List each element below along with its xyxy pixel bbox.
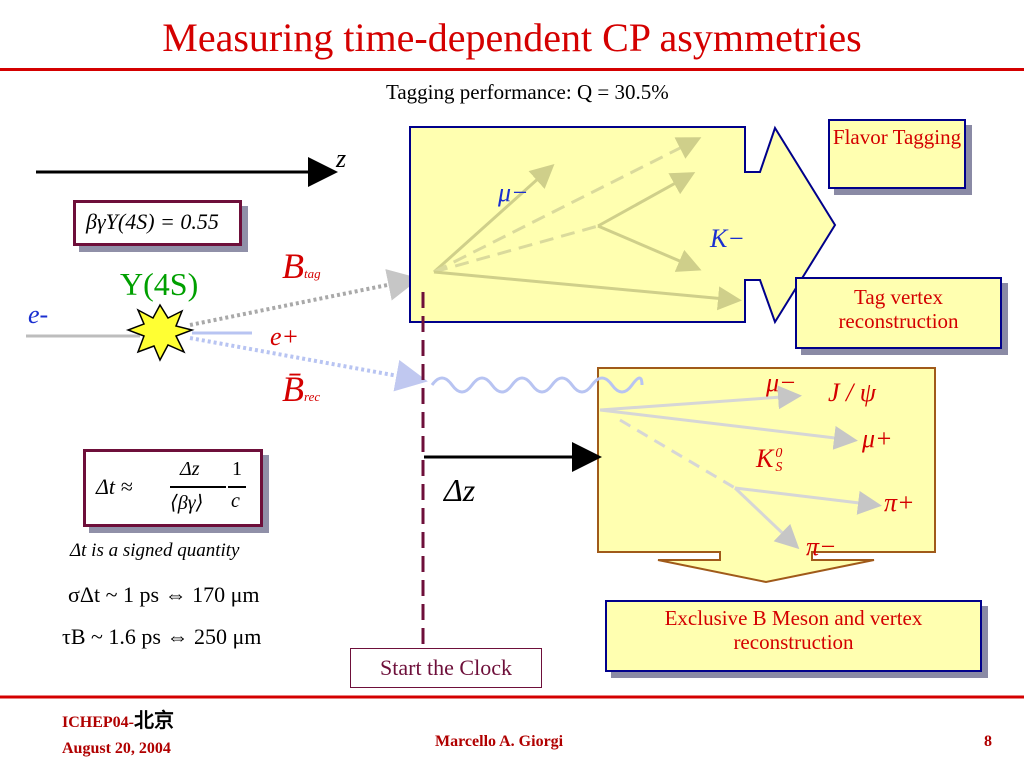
exclusive-rec-box: Exclusive B Meson and vertex reconstruct…: [605, 600, 982, 672]
dt-lhs: Δt ≈: [96, 474, 133, 499]
dt-fraction-bar: [170, 486, 226, 488]
ks-sup: 0: [775, 446, 783, 462]
tau-b-line: τB ~ 1.6 ps ⇔ 250 μm: [62, 624, 262, 649]
brec-symbol: B̄: [282, 369, 304, 409]
dt-num2: 1: [232, 458, 242, 480]
track-k-b: [597, 224, 702, 272]
track-neutral: [433, 137, 702, 274]
rec-pi-plus: π+: [884, 488, 915, 517]
ks-symbol: K: [756, 444, 774, 473]
track-low: [433, 270, 742, 311]
dt-fraction-bar-2: [228, 486, 246, 488]
rec-jpsi: J / ψ: [828, 378, 876, 407]
track-k-a: [597, 172, 696, 228]
footer-conference: ICHEP04-北京 August 20, 2004: [62, 707, 174, 762]
flavor-tagging-box: Flavor Tagging: [828, 119, 966, 189]
conference-logo: 北京: [134, 708, 174, 732]
rec-track-2: [599, 408, 858, 450]
tag-mu-label: μ−: [498, 178, 529, 207]
start-clock-box: Start the Clock: [350, 648, 542, 688]
brec-trajectory: [189, 336, 428, 392]
dt-signed-note: Δt is a signed quantity: [70, 540, 240, 561]
brec-wave: [430, 376, 644, 394]
footer-date: August 20, 2004: [62, 740, 171, 757]
track-mu: [432, 163, 555, 274]
rec-track-ks: [619, 418, 736, 490]
footer-page-number: 8: [984, 733, 992, 750]
btag-label: Btag: [282, 245, 321, 287]
collision-star-icon: [125, 303, 195, 362]
flavor-tag-block: [409, 125, 837, 325]
brec-label: B̄rec: [282, 368, 320, 410]
btag-subscript: tag: [304, 266, 321, 281]
track-k: [433, 224, 599, 274]
slide-title: Measuring time-dependent CP asymmetries: [162, 15, 862, 60]
dt-formula-box: Δt ≈ Δz ⟨βγ⟩ 1 c: [83, 449, 263, 527]
btag-symbol: B: [282, 246, 304, 286]
z-axis-label: z: [336, 144, 347, 173]
delta-z-label: Δz: [444, 472, 476, 508]
positron-label: e+: [270, 322, 300, 351]
dt-den2: c: [231, 490, 240, 512]
btag-trajectory: [189, 269, 420, 327]
boost-formula-box: βγΥ(4S) = 0.55: [73, 200, 242, 246]
dt-num: Δz: [180, 458, 200, 480]
rec-track-1: [599, 385, 802, 412]
tagging-performance: Tagging performance: Q = 30.5%: [386, 80, 669, 104]
rec-pi-minus: π−: [806, 532, 837, 561]
footer-conf-name: ICHEP04-: [62, 714, 134, 731]
title-divider: [0, 68, 1024, 71]
tag-k-label: K−: [710, 224, 745, 253]
dt-den: ⟨βγ⟩: [170, 492, 204, 514]
upsilon-label: Υ(4S): [120, 266, 199, 302]
rec-mu-minus: μ−: [766, 368, 797, 397]
rec-track-4: [733, 486, 800, 550]
ks-sub: S: [775, 460, 783, 476]
sigma-dt-line: σΔt ~ 1 ps ⇔ 170 μm: [68, 582, 260, 607]
boost-formula: βγΥ(4S) = 0.55: [86, 209, 219, 234]
electron-label: e-: [28, 300, 49, 329]
tag-vertex-box: Tag vertex reconstruction: [795, 277, 1002, 349]
footer-author: Marcello A. Giorgi: [435, 733, 564, 750]
brec-subscript: rec: [304, 389, 321, 404]
rec-track-3: [734, 486, 882, 515]
exclusive-rec-block: [597, 367, 936, 584]
rec-mu-plus: μ+: [862, 424, 893, 453]
